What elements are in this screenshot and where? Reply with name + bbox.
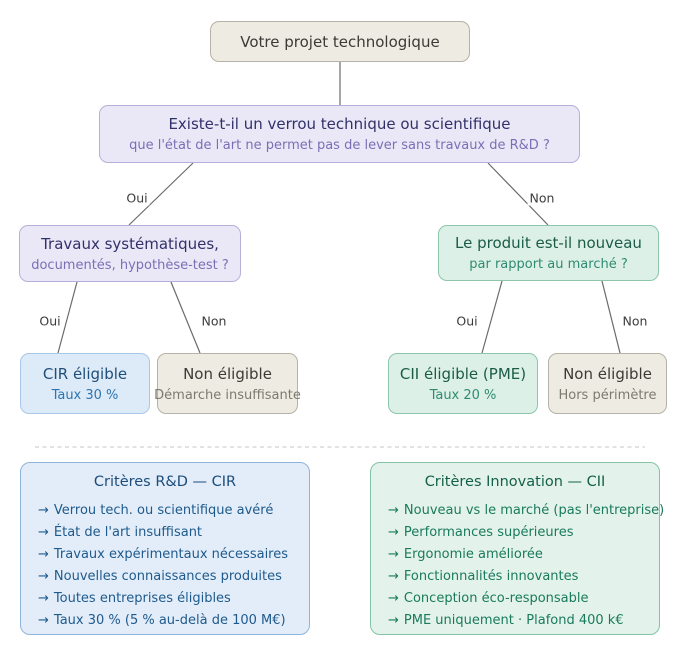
list-item-text: Nouvelles connaissances produites	[53, 569, 282, 584]
list-item: → Nouveau vs le marché (pas l'entreprise)	[371, 500, 664, 522]
edge-travaux-cir	[57, 281, 78, 354]
node-subtitle: par rapport au marché ?	[469, 257, 628, 272]
list-item-text: Verrou tech. ou scientifique avéré	[53, 503, 274, 518]
edge-label-produit-oui: Oui	[454, 313, 480, 329]
list-item: → Verrou tech. ou scientifique avéré	[21, 500, 309, 522]
list-item-text: Taux 30 % (5 % au-delà de 100 M€)	[53, 613, 286, 628]
list-item: → Toutes entreprises éligibles	[21, 588, 309, 610]
node-subtitle: que l'état de l'art ne permet pas de lev…	[129, 138, 550, 153]
panel-title: Critères Innovation — CII	[424, 474, 606, 490]
arrow-bullet-icon: →	[388, 613, 399, 628]
list-item-text: Nouveau vs le marché (pas l'entreprise)	[403, 503, 665, 518]
node-leaf-non-eligible-demarche: Non éligible Démarche insuffisante	[154, 353, 301, 414]
edge-label-verrou-non: Non	[527, 190, 557, 206]
node-title: Non éligible	[563, 364, 652, 383]
list-item-text: Ergonomie améliorée	[403, 547, 543, 562]
arrow-bullet-icon: →	[388, 569, 399, 584]
node-title: CIR éligible	[42, 364, 128, 383]
edge-label-travaux-oui: Oui	[37, 313, 63, 329]
edge-label-travaux-non: Non	[199, 313, 229, 329]
list-item-text: Fonctionnalités innovantes	[403, 569, 579, 584]
edge-verrou-travaux	[128, 162, 194, 226]
edge-verrou-produit	[487, 162, 549, 226]
list-item: → Travaux expérimentaux nécessaires	[21, 544, 309, 566]
arrow-bullet-icon: →	[38, 503, 49, 518]
list-item-text: PME uniquement · Plafond 400 k€	[403, 613, 624, 628]
node-title: Le produit est-il nouveau	[455, 234, 642, 252]
edge-label-verrou-oui: Oui	[124, 190, 150, 206]
edge-produit-non	[601, 280, 621, 354]
list-item-text: État de l'art insuffisant	[53, 525, 203, 540]
arrow-bullet-icon: →	[38, 613, 49, 628]
node-title: Travaux systématiques,	[41, 234, 219, 253]
panel-criteres-cir: Critères R&D — CIR → Verrou tech. ou scie…	[20, 462, 310, 635]
node-leaf-non-eligible-perimetre: Non éligible Hors périmètre	[548, 353, 667, 414]
node-subtitle: documentés, hypothèse-test ?	[31, 257, 229, 273]
list-item: → Fonctionnalités innovantes	[371, 566, 659, 588]
node-subtitle: Démarche insuffisante	[154, 387, 301, 403]
node-subtitle: Taux 30 %	[51, 387, 119, 403]
node-question-verrou: Existe-t-il un verrou technique ou scien…	[99, 105, 580, 163]
node-subtitle: Hors périmètre	[558, 387, 657, 403]
panel-criteres-cii: Critères Innovation — CII → Nouveau vs le…	[370, 462, 664, 635]
node-title: CII éligible (PME)	[399, 364, 527, 383]
arrow-bullet-icon: →	[38, 547, 49, 562]
edge-produit-cii	[481, 280, 503, 354]
node-leaf-cii-eligible: CII éligible (PME) Taux 20 %	[388, 353, 538, 414]
list-item-text: Performances supérieures	[403, 525, 574, 540]
arrow-bullet-icon: →	[388, 503, 399, 518]
list-item: → Taux 30 % (5 % au-delà de 100 M€)	[21, 610, 309, 632]
edge-label-produit-non: Non	[620, 313, 650, 329]
node-title: Votre projet technologique	[240, 32, 440, 51]
panel-title: Critères R&D — CIR	[93, 474, 237, 490]
list-item: → Conception éco-responsable	[371, 588, 659, 610]
arrow-bullet-icon: →	[38, 569, 49, 584]
arrow-bullet-icon: →	[38, 591, 49, 606]
list-item-text: Conception éco-responsable	[403, 591, 589, 606]
arrow-bullet-icon: →	[38, 525, 49, 540]
node-title: Existe-t-il un verrou technique ou scien…	[168, 115, 511, 133]
node-title: Non éligible	[183, 364, 272, 383]
list-item: → État de l'art insuffisant	[21, 522, 309, 544]
node-leaf-cir-eligible: CIR éligible Taux 30 %	[20, 353, 150, 414]
arrow-bullet-icon: →	[388, 547, 399, 562]
list-item: → PME uniquement · Plafond 400 k€	[371, 610, 659, 632]
edge-travaux-non	[170, 281, 201, 354]
list-item: → Ergonomie améliorée	[371, 544, 659, 566]
list-item: → Performances supérieures	[371, 522, 659, 544]
node-project-root: Votre projet technologique	[210, 21, 470, 62]
arrow-bullet-icon: →	[388, 525, 399, 540]
arrow-bullet-icon: →	[388, 591, 399, 606]
node-subtitle: Taux 20 %	[429, 387, 497, 403]
node-question-produit: Le produit est-il nouveau par rapport au…	[438, 225, 659, 281]
list-item-text: Travaux expérimentaux nécessaires	[53, 547, 289, 562]
list-item-text: Toutes entreprises éligibles	[53, 591, 231, 606]
list-item: → Nouvelles connaissances produites	[21, 566, 309, 588]
node-question-travaux: Travaux systématiques, documentés, hypot…	[19, 225, 241, 282]
